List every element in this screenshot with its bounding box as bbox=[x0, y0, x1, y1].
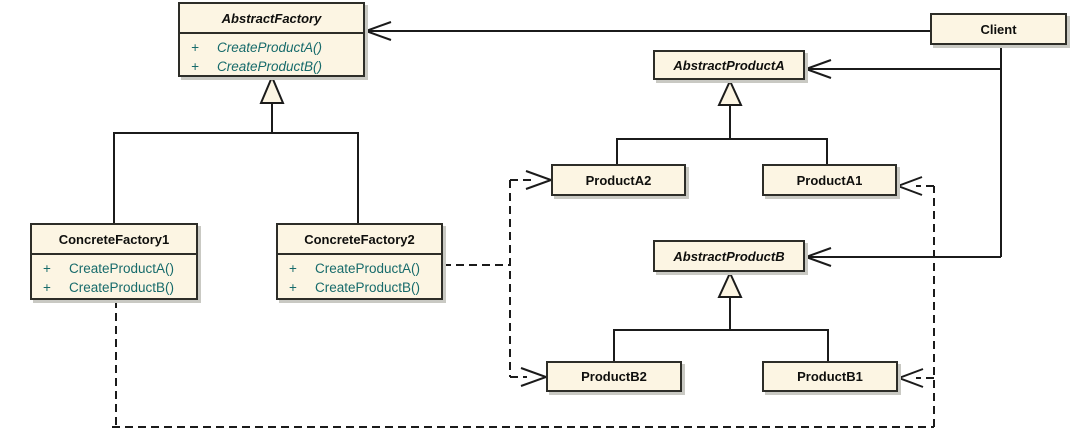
class-box-producta1[interactable]: ProductA1 bbox=[762, 164, 897, 196]
class-box-producta2[interactable]: ProductA2 bbox=[551, 164, 686, 196]
method-signature: CreateProductB() bbox=[217, 59, 323, 74]
method-row: + CreateProductB() bbox=[278, 278, 441, 297]
method-signature: CreateProductA() bbox=[69, 261, 175, 276]
class-box-client[interactable]: Client bbox=[930, 13, 1067, 45]
class-box-abstractfactory[interactable]: AbstractFactory + CreateProductA() + Cre… bbox=[178, 2, 365, 77]
generalization-products-to-abstractproducta bbox=[616, 78, 828, 164]
class-title: ConcreteFactory2 bbox=[304, 231, 415, 247]
methods-compartment: + CreateProductA() + CreateProductB() bbox=[278, 253, 441, 297]
class-title: ProductB1 bbox=[797, 369, 863, 384]
method-signature: CreateProductB() bbox=[315, 280, 421, 295]
class-box-concretefactory1[interactable]: ConcreteFactory1 + CreateProductA() + Cr… bbox=[30, 223, 198, 300]
association-client-to-abstractfactory bbox=[363, 21, 930, 41]
method-row: + CreateProductB() bbox=[32, 278, 196, 297]
method-row: + CreateProductA() bbox=[32, 259, 196, 278]
method-visibility: + bbox=[289, 261, 297, 276]
class-box-concretefactory2[interactable]: ConcreteFactory2 + CreateProductA() + Cr… bbox=[276, 223, 443, 300]
class-title: AbstractProductA bbox=[673, 57, 785, 73]
class-title: Client bbox=[980, 21, 1017, 37]
class-title: ProductB2 bbox=[581, 369, 647, 384]
method-signature: CreateProductA() bbox=[315, 261, 421, 276]
generalization-factories-to-abstractfactory bbox=[113, 74, 359, 223]
dependency-concretefactory2-to-products bbox=[443, 170, 554, 387]
method-signature: CreateProductB() bbox=[69, 280, 175, 295]
association-client-to-abstractproducts bbox=[803, 45, 1002, 267]
method-row: + CreateProductB() bbox=[180, 57, 363, 76]
dependency-concretefactory1-to-products bbox=[112, 176, 935, 428]
method-visibility: + bbox=[43, 280, 51, 295]
class-box-productb2[interactable]: ProductB2 bbox=[546, 361, 682, 392]
class-box-abstractproducta[interactable]: AbstractProductA bbox=[653, 50, 805, 80]
class-title: AbstractFactory bbox=[221, 10, 322, 26]
methods-compartment: + CreateProductA() + CreateProductB() bbox=[32, 253, 196, 297]
class-title: AbstractProductB bbox=[673, 248, 785, 264]
class-box-abstractproductb[interactable]: AbstractProductB bbox=[653, 240, 805, 272]
class-title: ProductA1 bbox=[796, 172, 863, 188]
methods-compartment: + CreateProductA() + CreateProductB() bbox=[180, 32, 363, 76]
method-visibility: + bbox=[191, 40, 199, 55]
class-box-productb1[interactable]: ProductB1 bbox=[762, 361, 898, 392]
method-visibility: + bbox=[43, 261, 51, 276]
method-visibility: + bbox=[289, 280, 297, 295]
method-visibility: + bbox=[191, 59, 199, 74]
method-row: + CreateProductA() bbox=[278, 259, 441, 278]
class-title: ConcreteFactory1 bbox=[58, 231, 170, 247]
method-row: + CreateProductA() bbox=[180, 38, 363, 57]
generalization-products-to-abstractproductb bbox=[613, 270, 829, 361]
method-signature: CreateProductA() bbox=[217, 40, 323, 55]
class-title: ProductA2 bbox=[585, 172, 652, 188]
